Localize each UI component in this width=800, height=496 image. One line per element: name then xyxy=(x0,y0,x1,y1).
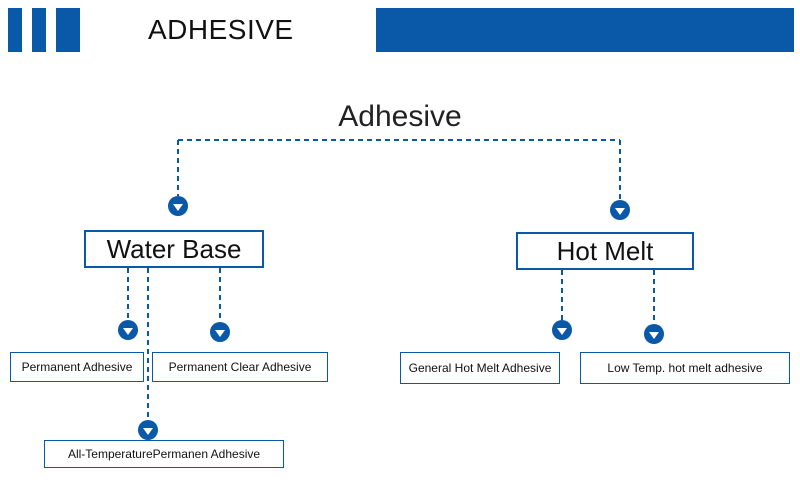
down-arrow-circle-icon xyxy=(610,200,630,220)
node-general-hot-melt-adhesive: General Hot Melt Adhesive xyxy=(400,352,560,384)
page-title: ADHESIVE xyxy=(148,14,294,45)
down-arrow-circle-icon xyxy=(644,324,664,344)
node-low-temp-hot-melt-adhesive: Low Temp. hot melt adhesive xyxy=(580,352,790,384)
node-all-temperature-permanent-adhesive: All-TemperaturePermanen Adhesive xyxy=(44,440,284,468)
node-permanent-clear-adhesive: Permanent Clear Adhesive xyxy=(152,352,328,382)
header-stripe-2 xyxy=(32,8,46,52)
header-stripe-3 xyxy=(56,8,80,52)
header-stripe-1 xyxy=(8,8,22,52)
node-hot-melt: Hot Melt xyxy=(516,232,694,270)
node-water-base: Water Base xyxy=(84,230,264,268)
down-arrow-circle-icon xyxy=(552,320,572,340)
down-arrow-circle-icon xyxy=(210,322,230,342)
node-permanent-adhesive: Permanent Adhesive xyxy=(10,352,144,382)
down-arrow-circle-icon xyxy=(168,196,188,216)
down-arrow-circle-icon xyxy=(118,320,138,340)
root-node-adhesive: Adhesive xyxy=(338,100,462,133)
down-arrow-circle-icon xyxy=(138,420,158,440)
header-banner xyxy=(376,8,794,52)
